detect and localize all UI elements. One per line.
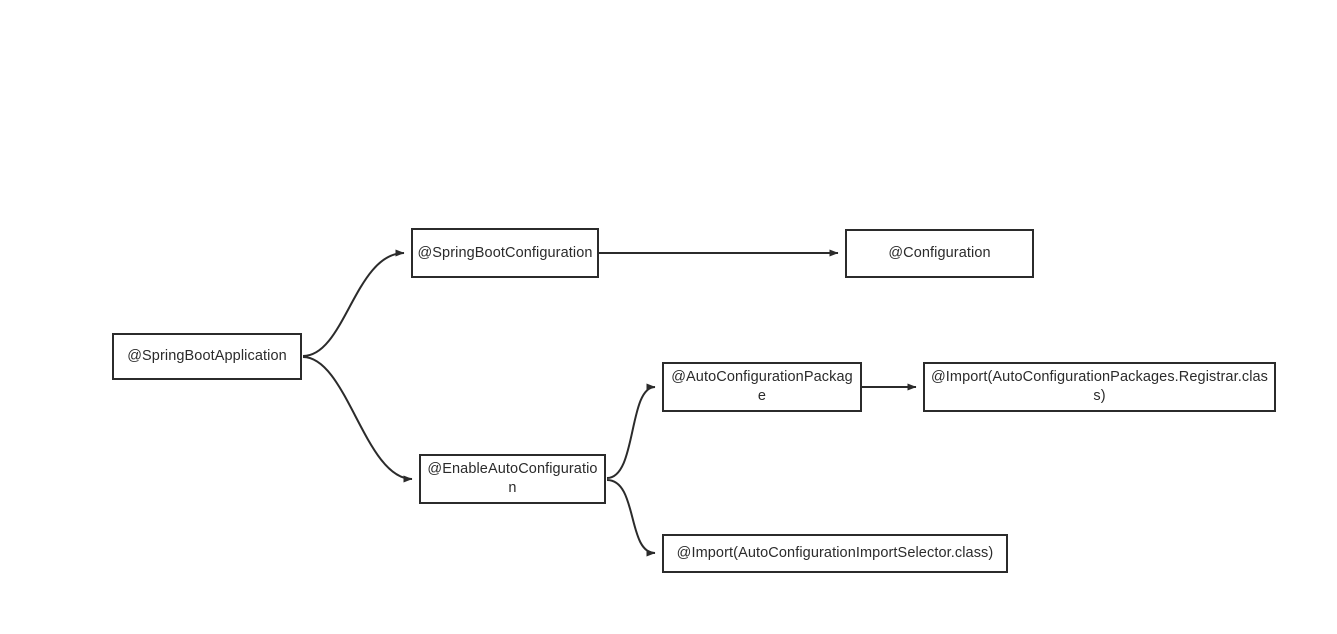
node-label: @Configuration (888, 245, 991, 261)
edge-enableautoconfig-to-autoconfigpackage (606, 383, 656, 479)
edge-app-to-enableautoconfig (302, 356, 413, 483)
node-configuration[interactable]: @Configuration (845, 229, 1034, 278)
node-label: @Import(AutoConfigurationImportSelector.… (676, 545, 994, 561)
node-spring-boot-application[interactable]: @SpringBootApplication (112, 333, 302, 380)
node-import-auto-configuration-packages-registrar[interactable]: @Import(AutoConfigurationPackages.Regist… (923, 362, 1276, 412)
edge-enableautoconfig-to-importselector (606, 479, 656, 557)
edge-app-to-bootconfig (302, 249, 405, 357)
node-label: @SpringBootApplication (127, 348, 287, 364)
node-import-auto-configuration-import-selector[interactable]: @Import(AutoConfigurationImportSelector.… (662, 534, 1008, 573)
node-label: @Import(AutoConfigurationPackages.Regist… (930, 369, 1269, 404)
node-auto-configuration-package[interactable]: @AutoConfigurationPackage (662, 362, 862, 412)
node-label: @SpringBootConfiguration (417, 244, 593, 261)
node-label: @EnableAutoConfiguration (427, 461, 598, 496)
node-enable-auto-configuration[interactable]: @EnableAutoConfiguration (419, 454, 606, 504)
node-label: @AutoConfigurationPackage (671, 369, 853, 404)
node-spring-boot-configuration[interactable]: @SpringBootConfiguration (411, 228, 599, 278)
